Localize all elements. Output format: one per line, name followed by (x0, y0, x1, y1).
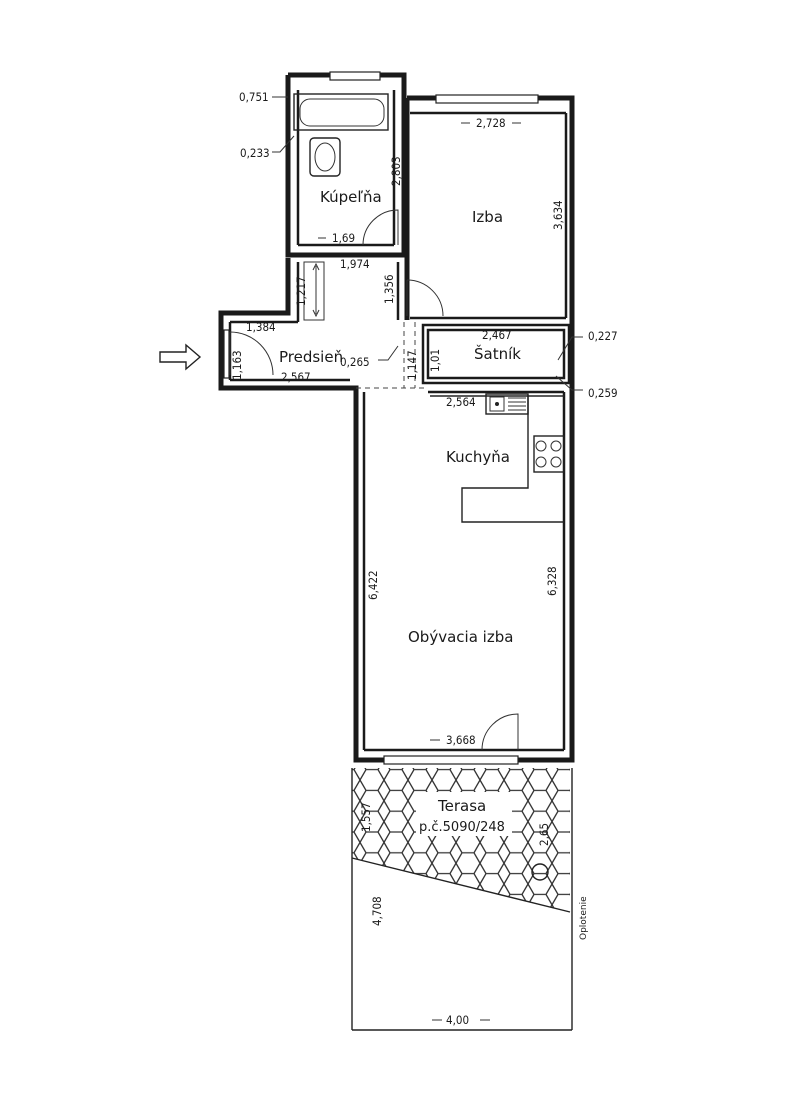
kitchen-counter (430, 393, 565, 523)
exterior-walls (218, 72, 575, 763)
dim-0751: 0,751 (239, 90, 269, 104)
openings (356, 322, 428, 389)
terrace-parcel-number: p.č.5090/248 (419, 820, 505, 835)
dim-2803: 2,803 (389, 156, 403, 186)
dim-0233: 0,233 (240, 146, 270, 160)
dim-0265: 0,265 (340, 355, 370, 369)
dim-265: 2,65 (537, 823, 551, 846)
room-label-living: Obývacia izba (408, 628, 513, 646)
room-label-hall: Predsieň (279, 348, 343, 366)
dim-1217: 1,217 (294, 276, 308, 306)
room-label-bedroom: Izba (472, 208, 503, 226)
dim-1163: 1,163 (230, 350, 244, 380)
washbasin (309, 137, 341, 177)
dim-1356: 1,356 (382, 274, 396, 304)
dim-6328: 6,328 (545, 566, 559, 596)
dim-4708: 4,708 (370, 896, 384, 926)
fence-label: Oplotenie (579, 896, 589, 940)
dim-2467: 2,467 (482, 328, 512, 342)
dim-1147: 1,147 (405, 350, 419, 380)
dim-6422: 6,422 (366, 570, 380, 600)
dim-1384: 1,384 (246, 320, 276, 334)
dimension-ticks (318, 122, 521, 1021)
dim-169: 1,69 (332, 231, 355, 245)
dim-3668: 3,668 (446, 733, 476, 747)
hall-storage (303, 261, 325, 321)
room-label-kitchen: Kuchyňa (446, 448, 510, 466)
terrace-label-bg (416, 792, 512, 836)
dim-400: 4,00 (446, 1013, 469, 1027)
dim-101: 1,01 (428, 349, 442, 372)
dim-0259: 0,259 (588, 386, 618, 400)
bathtub (293, 93, 389, 131)
room-label-wardrobe: Šatník (474, 344, 521, 363)
leader-lines (272, 96, 583, 391)
dim-1557: 1,557 (359, 802, 373, 832)
dim-0227: 0,227 (588, 329, 618, 343)
dim-3634: 3,634 (551, 200, 565, 230)
dim-2728: 2,728 (476, 116, 506, 130)
entrance-arrow-icon (159, 343, 202, 371)
room-label-terrace: Terasa (437, 797, 486, 815)
dim-2564: 2,564 (446, 395, 476, 409)
windows (223, 71, 539, 765)
door-swings (229, 209, 519, 751)
dim-2567: 2,567 (281, 370, 311, 384)
dim-1974: 1,974 (340, 257, 370, 271)
terrace-outline (351, 768, 573, 1031)
room-label-bathroom: Kúpeľňa (320, 188, 382, 206)
